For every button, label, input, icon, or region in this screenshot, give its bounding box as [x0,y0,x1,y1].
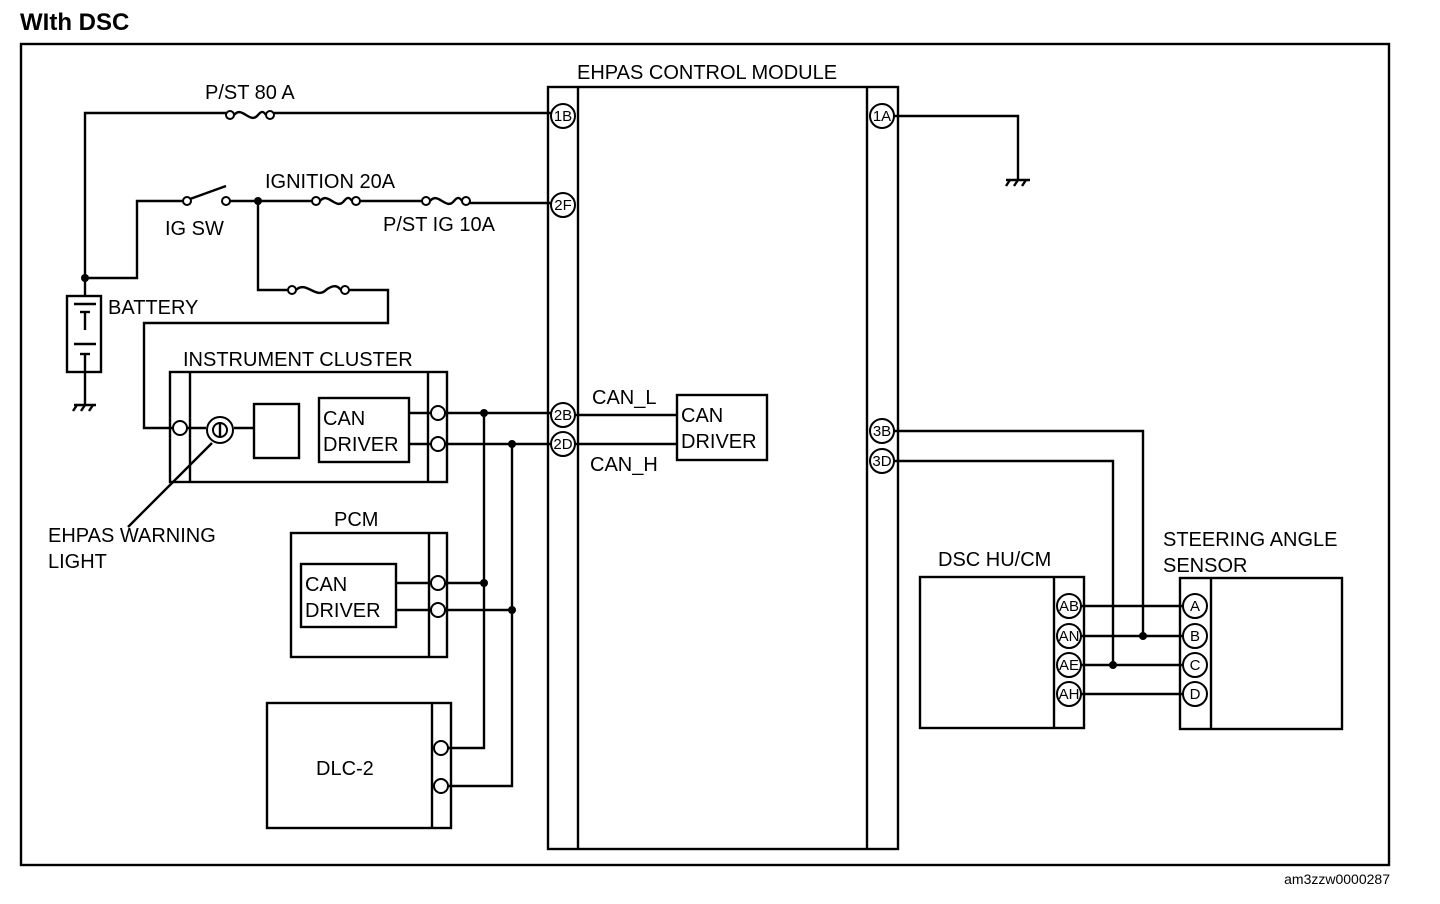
fuse-pst80 [225,110,275,120]
fuse-pstig10-label: P/ST IG 10A [383,214,496,236]
can-h-label: CAN_H [590,454,658,476]
svg-text:2D: 2D [553,436,572,453]
ig-sw-label: IG SW [165,218,224,240]
pin-1a: 1A [869,103,895,129]
sas-label-2: SENSOR [1163,555,1247,577]
junction-can-h-2 [508,606,516,614]
svg-text:DRIVER: DRIVER [305,600,381,622]
ehpas-can-driver: CAN DRIVER [675,393,769,462]
battery [65,278,103,412]
svg-text:2B: 2B [554,407,572,424]
dsc-hu-cm [918,575,1086,730]
svg-text:3B: 3B [873,423,891,440]
instrument-cluster-label: INSTRUMENT CLUSTER [183,349,413,371]
pin-2d: 2D [550,431,576,457]
dlc-label: DLC-2 [316,758,374,780]
svg-text:3D: 3D [872,453,891,470]
svg-text:1B: 1B [554,108,572,125]
ground-1a [894,114,1030,187]
svg-text:C: C [1190,657,1201,674]
fuse-meter [287,285,350,295]
pin-3b: 3B [869,418,895,444]
junction-can-l-2 [480,579,488,587]
dlc-2: DLC-2 [265,701,453,830]
svg-text:CAN: CAN [323,408,365,430]
fuse-pst80-label: P/ST 80 A [205,82,295,104]
steering-angle-sensor [1178,576,1344,731]
ehpas-label: EHPAS CONTROL MODULE [577,62,837,84]
junction-can-h-1 [508,440,516,448]
pin-d: D [1182,681,1208,707]
figure-id: am3zzw0000287 [1284,871,1390,887]
diagram-frame [19,42,1391,867]
junction-3d [1109,661,1117,669]
fuse-ign20 [311,196,361,206]
instrument-cluster: CAN DRIVER [168,370,449,484]
svg-text:DRIVER: DRIVER [681,431,757,453]
ig-sw-feed-wire [85,199,183,280]
pin-a: A [1182,593,1208,619]
svg-text:A: A [1190,598,1200,615]
pin-1b: 1B [550,103,576,129]
svg-text:D: D [1190,686,1201,703]
ehpas-control-module: EHPAS CONTROL MODULE [546,62,900,851]
pin-2f: 2F [550,192,576,218]
svg-text:CAN: CAN [305,574,347,596]
pin-b: B [1182,623,1208,649]
svg-text:DRIVER: DRIVER [323,434,399,456]
can-h-trunk [445,444,514,788]
warning-light-label-1: EHPAS WARNING [48,525,216,547]
sas-label-1: STEERING ANGLE [1163,529,1338,551]
diagram-title: WIth DSC [20,9,129,36]
warning-light-leader [127,442,213,528]
junction-can-l-1 [480,409,488,417]
battery-main-wire [83,111,226,278]
battery-label: BATTERY [108,297,198,319]
pin-3d: 3D [869,448,895,474]
dsc-label: DSC HU/CM [938,549,1051,571]
pcm: CAN DRIVER [289,531,449,659]
pcm-label: PCM [334,509,378,531]
svg-text:AH: AH [1059,686,1080,703]
pin-c: C [1182,652,1208,678]
svg-text:2F: 2F [554,197,572,214]
can-l-label: CAN_L [592,387,656,409]
svg-text:1A: 1A [873,108,891,125]
svg-text:AB: AB [1059,598,1079,615]
svg-text:AN: AN [1059,628,1080,645]
cluster-feed-wire [142,288,390,430]
fuse-ign20-label: IGNITION 20A [265,171,396,193]
wire-3d-can [894,459,1115,665]
junction-3b [1139,632,1147,640]
fuse-pstig10 [421,196,471,206]
can-l-trunk [445,413,486,750]
junction-ig [254,197,262,205]
pin-ae: AE [1056,652,1082,678]
pin-an: AN [1056,623,1082,649]
warning-light-icon [206,416,234,444]
svg-text:B: B [1190,628,1200,645]
ig-switch [182,184,231,206]
wire-3b-can [894,429,1145,636]
pin-ah: AH [1056,681,1082,707]
pin-2b: 2B [550,402,576,428]
warning-light-label-2: LIGHT [48,551,107,573]
meter-branch-wire [256,201,288,292]
svg-text:CAN: CAN [681,405,723,427]
pin-ab: AB [1056,593,1082,619]
svg-text:AE: AE [1059,657,1079,674]
